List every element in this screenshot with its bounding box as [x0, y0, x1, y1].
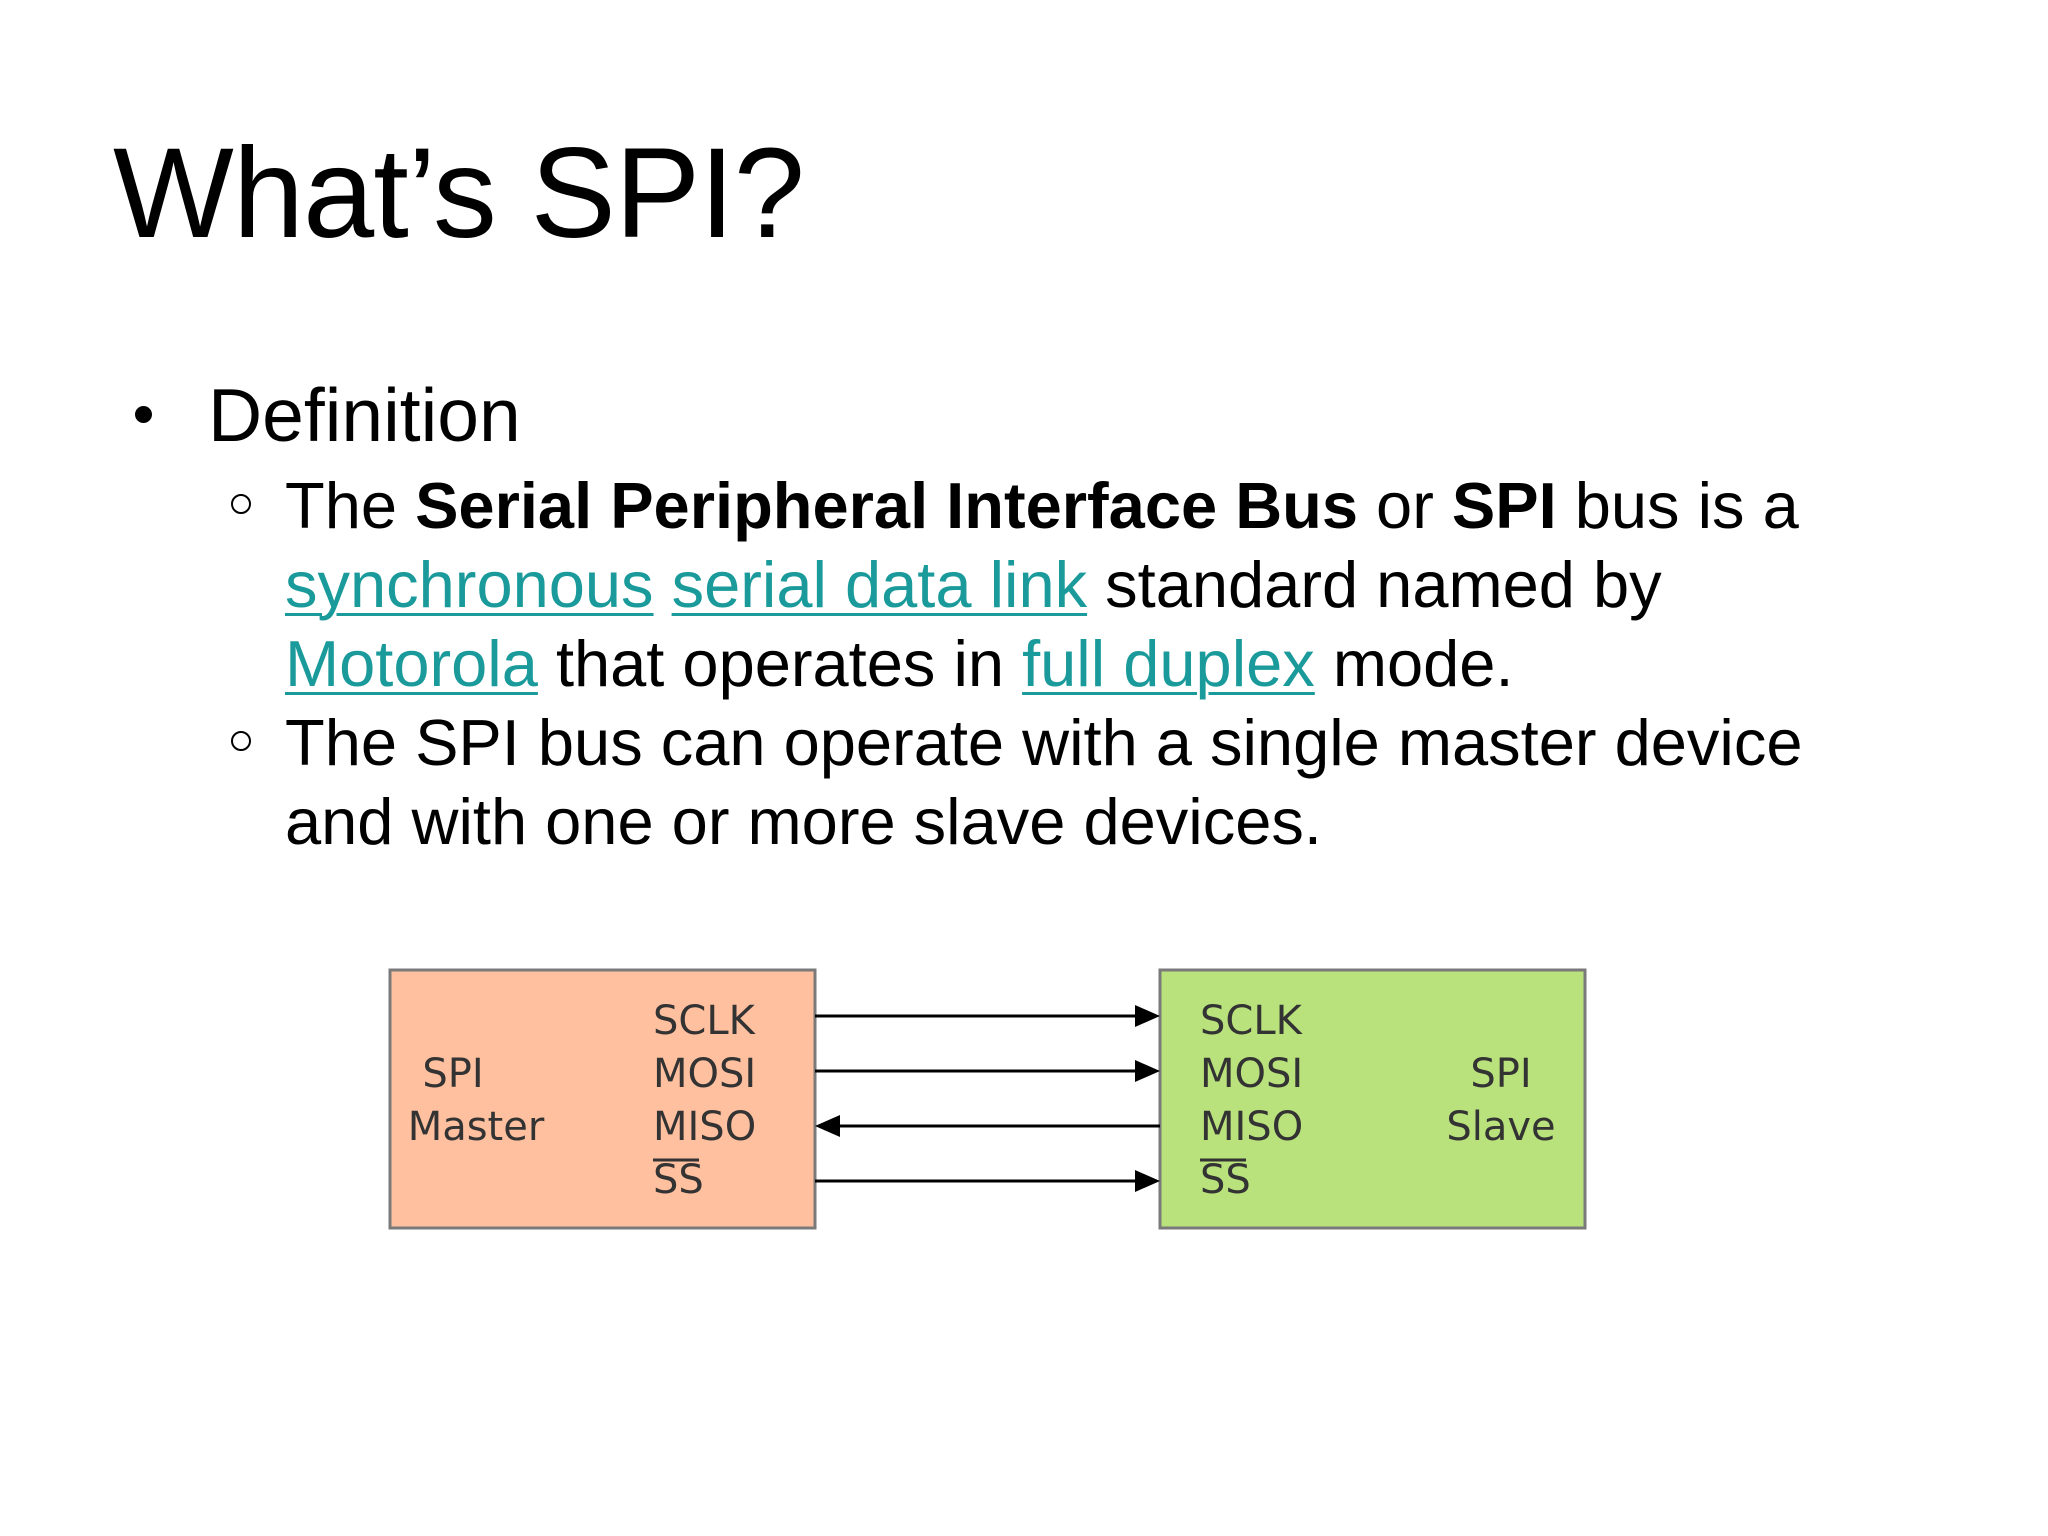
arrowhead-icon — [1135, 1060, 1160, 1082]
link-serial-data-link[interactable]: serial data link — [671, 548, 1088, 621]
master-box — [388, 968, 817, 1230]
slide-title: What’s SPI? — [113, 122, 805, 265]
slave-box — [1158, 968, 1587, 1230]
slave-label-line2: Slave — [1446, 1104, 1555, 1150]
link-motorola[interactable]: Motorola — [285, 627, 538, 700]
hollow-bullet-icon — [231, 731, 251, 751]
slave-signal-mosi: MOSI — [1200, 1051, 1303, 1097]
bullet-dot-icon — [135, 406, 152, 423]
definition-line-2: synchronous serial data link standard na… — [285, 548, 1662, 621]
master-signal-ss: SS — [653, 1157, 704, 1203]
definition-line-3: Motorola that operates in full duplex mo… — [285, 627, 1514, 700]
master-label-line1: SPI — [422, 1051, 483, 1097]
master-signal-miso: MISO — [653, 1104, 756, 1150]
operation-line-2: and with one or more slave devices. — [285, 785, 1322, 858]
spi-diagram: SPI Master SCLK MOSI MISO SS SCLK MOSI M… — [385, 960, 1595, 1255]
bullet-definition-label: Definition — [208, 373, 521, 457]
master-signal-mosi: MOSI — [653, 1051, 756, 1097]
arrowhead-icon — [815, 1115, 840, 1137]
slave-signal-miso: MISO — [1200, 1104, 1303, 1150]
master-label-line2: Master — [408, 1104, 545, 1150]
arrowhead-icon — [1135, 1170, 1160, 1192]
slave-signal-ss: SS — [1200, 1157, 1251, 1203]
term-serial-peripheral-interface-bus: Serial Peripheral Interface Bus — [415, 469, 1358, 542]
master-signal-sclk: SCLK — [653, 998, 757, 1044]
link-full-duplex[interactable]: full duplex — [1022, 627, 1315, 700]
operation-line-1: The SPI bus can operate with a single ma… — [285, 706, 1803, 779]
link-synchronous[interactable]: synchronous — [285, 548, 654, 621]
definition-line-1: The Serial Peripheral Interface Bus or S… — [285, 469, 1799, 542]
slave-signal-sclk: SCLK — [1200, 998, 1304, 1044]
spi-diagram-svg: SPI Master SCLK MOSI MISO SS SCLK MOSI M… — [388, 968, 1587, 1230]
term-spi: SPI — [1451, 469, 1557, 542]
hollow-bullet-icon — [231, 494, 251, 514]
arrowhead-icon — [1135, 1005, 1160, 1027]
slave-label-line1: SPI — [1470, 1051, 1531, 1097]
